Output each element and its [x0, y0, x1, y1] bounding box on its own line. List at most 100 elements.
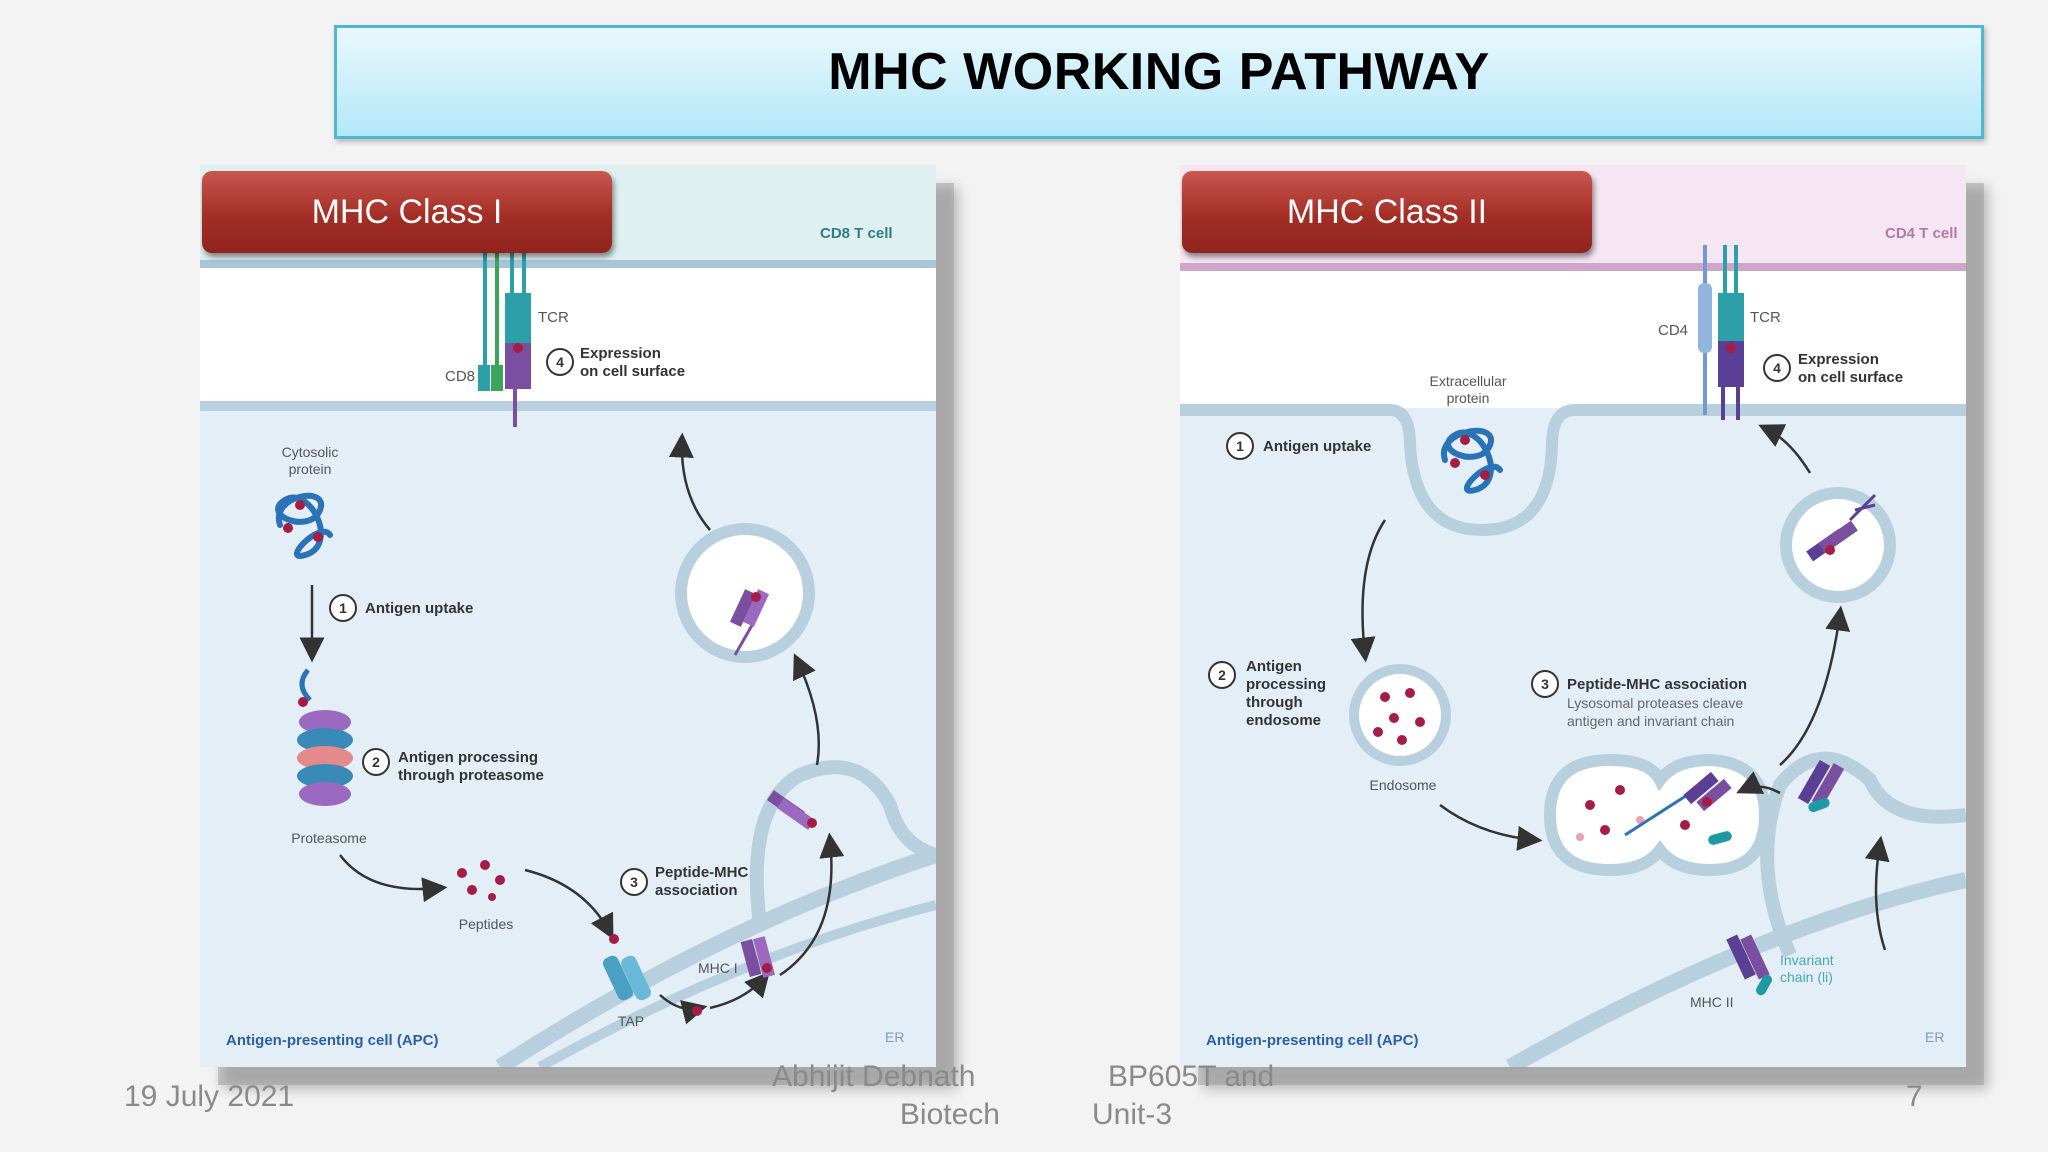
- arrow-to-tap: [524, 868, 614, 940]
- mhc1-vesicle-icon: [729, 589, 770, 656]
- mhc1-er-icon: [740, 936, 775, 978]
- step1-number: 1: [339, 600, 347, 616]
- apc-membrane: [1180, 404, 1966, 537]
- mhc2-bud-icon: [1797, 759, 1845, 813]
- step1-badge: [1226, 432, 1254, 460]
- date-text: 19 July 2021: [124, 1080, 295, 1113]
- footer-date: 19 July 2021: [124, 1080, 294, 1114]
- er-label: ER: [1925, 1029, 1944, 1045]
- invariant-label-line2: chain (li): [1780, 969, 1833, 985]
- step4-badge: [1763, 354, 1791, 382]
- apc-label: Antigen-presenting cell (APC): [226, 1032, 439, 1049]
- peptide-dot-er: [692, 1006, 702, 1016]
- mhc-class-1-panel: CD8 T cell TCR CD8 4 Expression on cell …: [200, 165, 936, 1067]
- mhc1-bud-icon: [766, 790, 817, 830]
- step3-text-line3: antigen and invariant chain: [1567, 713, 1734, 729]
- arrow-endosome-to-lysosome: [1439, 803, 1543, 851]
- mhc-class-2-diagram: CD4 T cell TCR CD4 4 Expression on cell …: [1180, 165, 1966, 1067]
- er-membrane-inner: [537, 900, 936, 1067]
- cd4-label: CD4: [1658, 322, 1688, 339]
- mhc-class-2-heading: MHC Class II: [1182, 171, 1592, 253]
- extracellular-label-line2: protein: [1447, 390, 1490, 406]
- er-label: ER: [885, 1029, 904, 1045]
- transport-vesicle: [1780, 487, 1896, 603]
- t-cell-membrane: [1180, 263, 1966, 271]
- peptide-dot: [609, 934, 619, 944]
- er-membrane: [495, 847, 936, 1067]
- step3-text-line1: Peptide-MHC: [655, 864, 749, 881]
- step4-text-line2: on cell surface: [580, 363, 685, 380]
- er-bud: [749, 760, 936, 926]
- step1-text: Antigen uptake: [365, 600, 473, 617]
- step2-number: 2: [1218, 667, 1226, 683]
- t-cell-membrane: [200, 260, 936, 268]
- endosome-peptides-icon: [1373, 688, 1425, 745]
- footer-course: BP605T and Unit-3: [1092, 1060, 1274, 1132]
- arrow-mhc-to-vesicle: [779, 832, 845, 977]
- arrow-to-peptides: [339, 854, 448, 903]
- author-line2: Biotech: [899, 1098, 1000, 1131]
- step4-text-line1: Expression: [580, 345, 661, 362]
- cytosolic-label-line2: protein: [289, 461, 332, 477]
- step3-text-line1: Peptide-MHC association: [1567, 676, 1747, 693]
- proteasome-icon: [297, 668, 353, 806]
- step1-text: Antigen uptake: [1263, 438, 1371, 455]
- cd8-label: CD8: [445, 368, 475, 385]
- arrow-lysosome-to-vesicle: [1779, 605, 1851, 766]
- arrow-uptake: [1350, 519, 1387, 663]
- arrow-er-to-bud: [1864, 835, 1890, 951]
- title-banner: MHC WORKING PATHWAY: [334, 25, 1984, 139]
- step2-text-line1: Antigen: [1246, 658, 1302, 675]
- footer-author: Abhijit Debnath Biotech: [772, 1060, 1000, 1132]
- step3-number: 3: [630, 874, 638, 890]
- endosome-label: Endosome: [1370, 777, 1437, 793]
- tcr-label: TCR: [1750, 309, 1781, 326]
- proteasome-label: Proteasome: [291, 830, 367, 846]
- t-cell-label: CD8 T cell: [820, 225, 893, 242]
- extracellular-label-line1: Extracellular: [1429, 373, 1506, 389]
- course-line1: BP605T and: [1108, 1060, 1275, 1093]
- step4-number: 4: [1773, 360, 1781, 376]
- er-bud: [1760, 751, 1966, 958]
- step2-text-line2: processing: [1246, 676, 1326, 693]
- tcr-label: TCR: [538, 309, 569, 326]
- mhc2-invariant-icon: [1726, 934, 1772, 996]
- t-cell-label: CD4 T cell: [1885, 225, 1958, 242]
- arrow-to-surface: [1758, 424, 1812, 474]
- mhc1-label: MHC I: [698, 960, 738, 976]
- step4-number: 4: [556, 354, 564, 370]
- arrow-bud-to-vesicle: [793, 653, 820, 766]
- course-line2: Unit-3: [1092, 1098, 1173, 1131]
- tcr-cd4-complex: [1698, 245, 1744, 420]
- step2-number: 2: [372, 754, 380, 770]
- mhc-class-2-panel: CD4 T cell TCR CD4 4 Expression on cell …: [1180, 165, 1966, 1067]
- step2-text-line2: through proteasome: [398, 767, 544, 784]
- lysosome-content-icon: [1576, 771, 1732, 845]
- mhc-class-1-diagram: CD8 T cell TCR CD8 4 Expression on cell …: [200, 165, 936, 1067]
- apc-label: Antigen-presenting cell (APC): [1206, 1032, 1419, 1049]
- slide-title: MHC WORKING PATHWAY: [828, 43, 1490, 101]
- step2-badge: [362, 748, 390, 776]
- step3-text-line2: Lysosomal proteases cleave: [1567, 695, 1743, 711]
- apc-membrane: [200, 401, 936, 411]
- arrow-peptide-to-mhc: [709, 971, 770, 1010]
- peptides-icon: [457, 860, 505, 901]
- step2-text-line1: Antigen processing: [398, 749, 538, 766]
- step1-badge: [329, 594, 357, 622]
- mhc2-vesicle-icon: [1806, 493, 1877, 562]
- cytosolic-label-line1: Cytosolic: [282, 444, 339, 460]
- step3-number: 3: [1541, 676, 1549, 692]
- arrow-bud-to-lysosome: [1736, 771, 1781, 795]
- mhc-class-1-heading: MHC Class I: [202, 171, 612, 253]
- peptides-label: Peptides: [459, 916, 513, 932]
- page-number: 7: [1906, 1080, 1923, 1113]
- step4-badge: [546, 348, 574, 376]
- mhc2-label: MHC II: [1690, 994, 1734, 1010]
- invariant-label-line1: Invariant: [1780, 952, 1834, 968]
- step1-number: 1: [1236, 438, 1244, 454]
- step3-badge: [620, 868, 648, 896]
- extracellular-protein-icon: [1441, 427, 1503, 494]
- step2-text-line4: endosome: [1246, 712, 1321, 729]
- author-line1: Abhijit Debnath: [772, 1060, 976, 1093]
- arrow-to-surface: [668, 432, 711, 531]
